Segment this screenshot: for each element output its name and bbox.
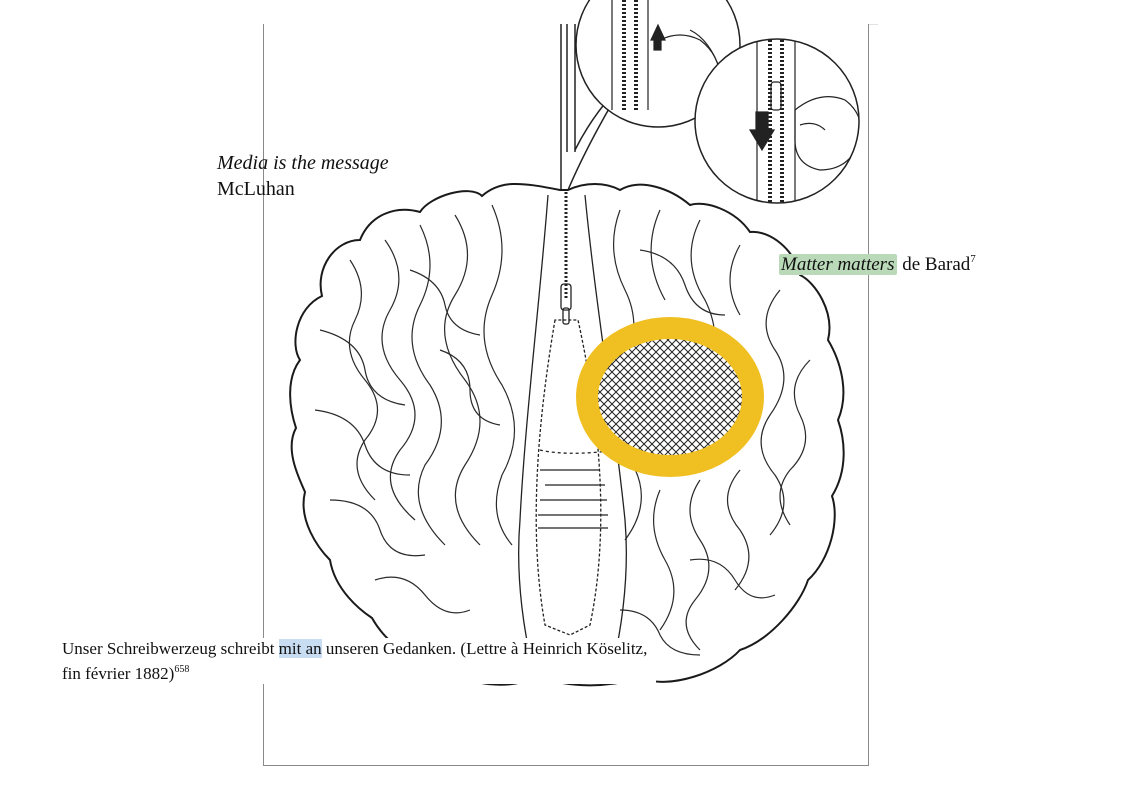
annotation-rest: de Barad: [897, 254, 971, 275]
quote-title: Media is the message: [217, 152, 389, 174]
zipper: [518, 192, 641, 676]
quote-author: McLuhan: [217, 178, 295, 200]
citation-text-before: Unser Schreibwerzeug schreibt: [62, 639, 279, 658]
selected-text[interactable]: mit an: [278, 639, 322, 658]
zipper-detail-circle-2: [694, 38, 860, 204]
annotation-label[interactable]: Matter matters de Barad7: [779, 247, 976, 277]
footnote-mark[interactable]: 7: [970, 253, 976, 265]
citation-text-after: unseren Gedanken. (Lettre à Heinrich Kös…: [62, 639, 648, 683]
highlighted-title[interactable]: Matter matters: [779, 254, 898, 275]
annotation-marker[interactable]: [576, 317, 764, 477]
citation-footnote-mark[interactable]: 658: [174, 664, 190, 675]
ruffle-body: [289, 183, 845, 687]
citation-paragraph: Unser Schreibwerzeug schreibt mit an uns…: [62, 638, 656, 684]
